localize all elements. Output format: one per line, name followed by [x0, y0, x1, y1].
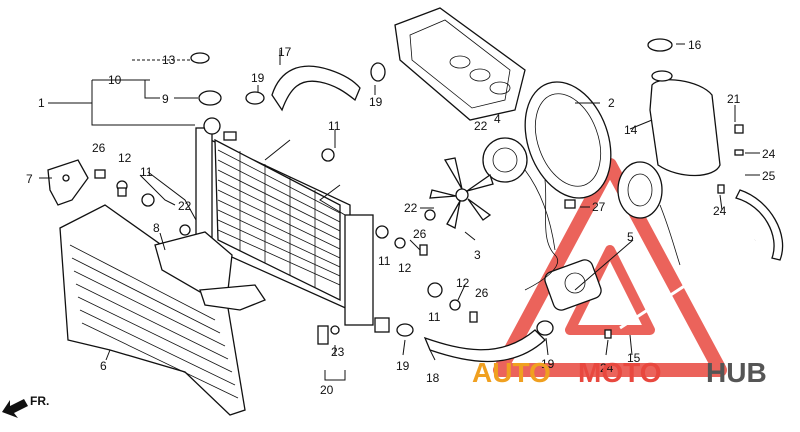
- callout-12c: 12: [456, 276, 470, 290]
- callout-1: 1: [38, 96, 45, 110]
- callout-26c: 26: [475, 286, 489, 300]
- callout-10: 10: [108, 73, 122, 87]
- watermark-auto: AUTO: [472, 357, 551, 388]
- clamp-19a: [245, 91, 265, 105]
- callout-26a: 26: [92, 141, 106, 155]
- watermark-moto: MOTO: [578, 357, 661, 388]
- bracket-7: [47, 159, 89, 206]
- callout-5: 5: [627, 230, 634, 244]
- fan-blade: [429, 157, 494, 229]
- radiator-cap-9: [198, 90, 222, 106]
- lower-hose: [423, 329, 546, 363]
- callout-7: 7: [26, 172, 33, 186]
- callout-26b: 26: [413, 227, 427, 241]
- callout-8: 8: [153, 221, 160, 235]
- wiring: [524, 179, 558, 291]
- callout-9: 9: [162, 92, 169, 106]
- reservoir-cap-16: [647, 38, 673, 52]
- callout-24c: 24: [600, 361, 614, 375]
- clamp-19c: [396, 323, 414, 337]
- callout-11b: 11: [328, 119, 341, 133]
- callout-14: 14: [624, 123, 638, 137]
- callout-4: 4: [494, 112, 501, 126]
- fan-motor: [482, 137, 556, 251]
- callout-22b: 22: [178, 199, 192, 213]
- callout-11d: 11: [428, 310, 441, 324]
- fr-label: FR.: [30, 394, 49, 408]
- callout-12b: 12: [398, 261, 412, 275]
- callout-3: 3: [474, 248, 481, 262]
- engine-head: [394, 7, 526, 121]
- callout-6: 6: [100, 359, 107, 373]
- overflow-hose-25: [735, 189, 784, 261]
- upper-hose: [271, 65, 361, 112]
- callout-13: 13: [162, 53, 176, 67]
- callout-11c: 11: [378, 254, 391, 268]
- bracket-plate: [199, 284, 266, 311]
- callout-19d: 19: [541, 357, 555, 371]
- callout-11a: 11: [140, 165, 153, 179]
- radiator-shroud: [59, 204, 246, 416]
- callout-15: 15: [627, 351, 641, 365]
- leader-lines: [39, 43, 760, 381]
- radiator: [195, 117, 390, 333]
- callout-22a: 22: [474, 119, 488, 133]
- callout-16: 16: [688, 38, 702, 52]
- callout-21: 21: [727, 92, 741, 106]
- callout-25: 25: [762, 169, 776, 183]
- callout-22c: 22: [404, 201, 418, 215]
- callout-19a: 19: [251, 71, 265, 85]
- small-parts: [94, 124, 744, 345]
- watermark-hub: HUB: [706, 357, 767, 388]
- callout-20: 20: [320, 383, 334, 397]
- front-direction-arrow: FR.: [2, 394, 49, 418]
- callout-17: 17: [278, 45, 292, 59]
- callout-24a: 24: [762, 147, 776, 161]
- cap-seal-13: [190, 52, 210, 64]
- fan-assembly-5: [617, 161, 681, 266]
- fan-shroud: [524, 81, 612, 199]
- callouts: 1 2 3 4 5 6 7 8 9 10 11 11 11 11 12 12 1…: [26, 38, 776, 397]
- callout-27: 27: [592, 200, 606, 214]
- callout-19b: 19: [369, 95, 383, 109]
- reservoir-tank: [649, 70, 721, 177]
- watermark-text: AUTO MOTO HUB: [472, 357, 767, 388]
- thermostat-housing: [544, 259, 602, 311]
- callout-18: 18: [426, 371, 440, 385]
- callout-2: 2: [608, 96, 615, 110]
- callout-19c: 19: [396, 359, 410, 373]
- callout-23: 23: [331, 345, 345, 359]
- callout-24b: 24: [713, 204, 727, 218]
- clamp-19d: [536, 320, 554, 336]
- callout-12a: 12: [118, 151, 132, 165]
- clamp-19b: [370, 62, 386, 82]
